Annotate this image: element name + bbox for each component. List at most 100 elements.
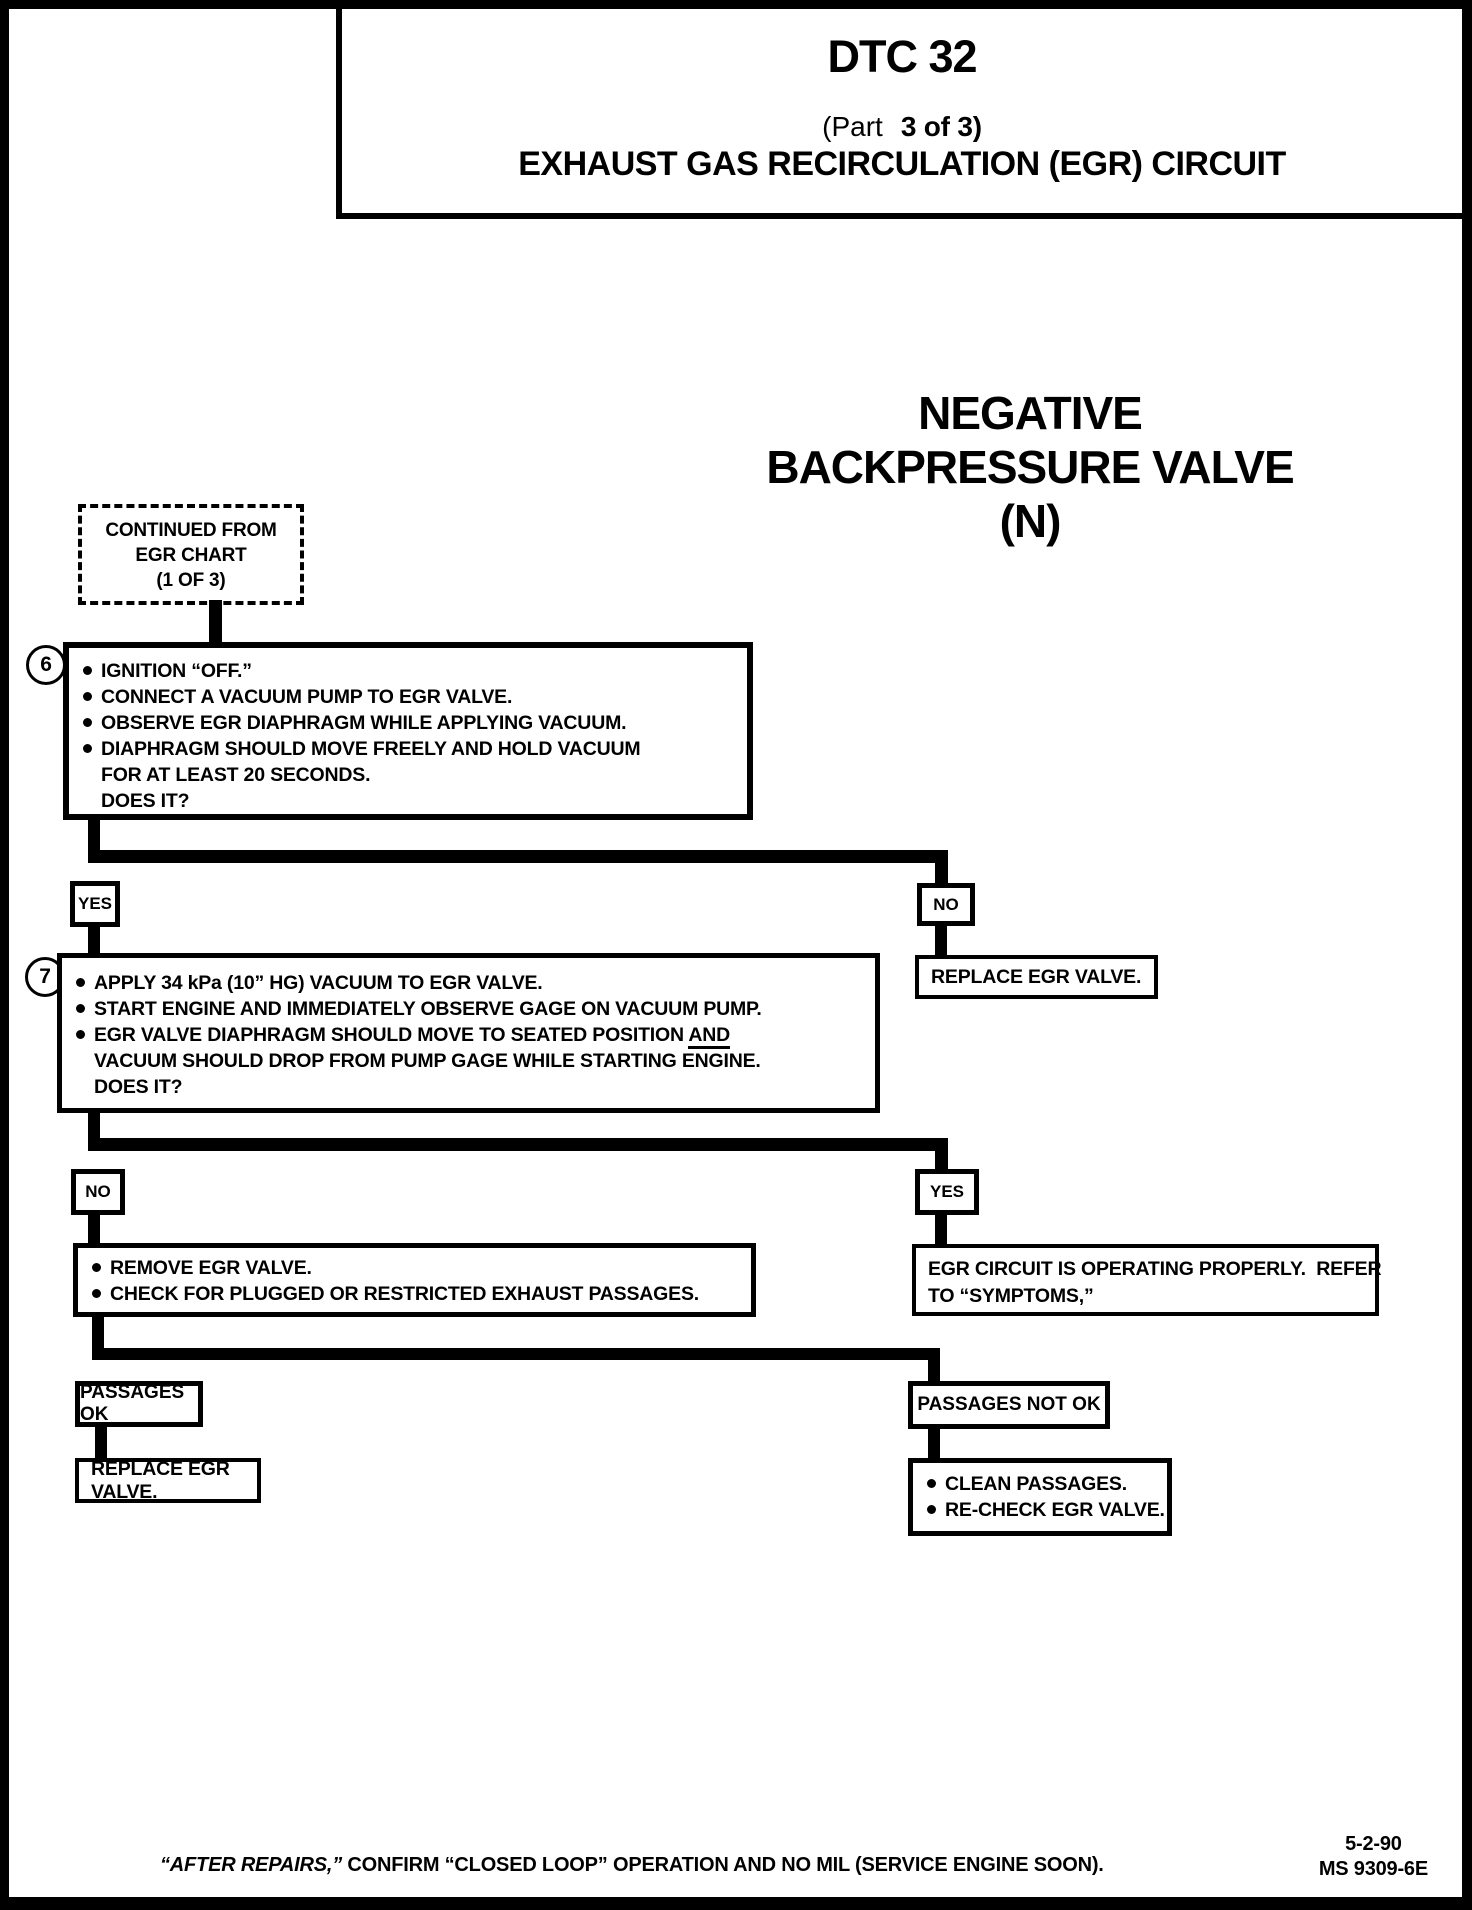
step7-bullet-3-text: EGR VALVE DIAPHRAGM SHOULD MOVE TO SEATE… xyxy=(94,1024,689,1046)
step6-bullet-2: CONNECT A VACUUM PUMP TO EGR VALVE. xyxy=(101,686,513,708)
footer-note: “AFTER REPAIRS,” CONFIRM “CLOSED LOOP” O… xyxy=(160,1854,1280,1877)
bullet-icon xyxy=(927,1505,936,1514)
chart-heading: NEGATIVE BACKPRESSURE VALVE (N) xyxy=(600,386,1460,548)
connector xyxy=(88,1138,948,1151)
connector xyxy=(88,1215,100,1243)
step6-bullet-4: DIAPHRAGM SHOULD MOVE FREELY AND HOLD VA… xyxy=(101,738,641,760)
bullet-icon xyxy=(83,718,92,727)
connector xyxy=(935,850,948,883)
step6-node: IGNITION “OFF.” CONNECT A VACUUM PUMP TO… xyxy=(63,642,753,820)
connector xyxy=(88,850,948,863)
step7-continuation-1: VACUUM SHOULD DROP FROM PUMP GAGE WHILE … xyxy=(94,1050,761,1072)
step6-bullet-1: IGNITION “OFF.” xyxy=(101,660,252,682)
step-number-7-label: 7 xyxy=(39,965,51,988)
heading-line-2: BACKPRESSURE VALVE xyxy=(766,441,1294,493)
footer-rest: CONFIRM “CLOSED LOOP” OPERATION AND NO M… xyxy=(342,1854,1104,1876)
replace-egr-valve-label: REPLACE EGR VALVE. xyxy=(931,965,1142,988)
list-item: IGNITION “OFF.” xyxy=(69,658,747,684)
list-item: EGR VALVE DIAPHRAGM SHOULD MOVE TO SEATE… xyxy=(62,1022,875,1049)
passages-ok-node: PASSAGES OK xyxy=(75,1381,203,1427)
connector xyxy=(935,926,947,955)
page-subtitle: EXHAUST GAS RECIRCULATION (EGR) CIRCUIT xyxy=(518,145,1286,183)
connector xyxy=(209,600,222,644)
bullet-icon xyxy=(76,978,85,987)
step6-question: DOES IT? xyxy=(101,790,190,812)
decision2-no-label: NO xyxy=(85,1182,111,1201)
list-item: CHECK FOR PLUGGED OR RESTRICTED EXHAUST … xyxy=(78,1281,751,1307)
footer-doc-number: MS 9309-6E xyxy=(1318,1858,1428,1880)
list-item: OBSERVE EGR DIAPHRAGM WHILE APPLYING VAC… xyxy=(69,710,747,736)
list-item: DIAPHRAGM SHOULD MOVE FREELY AND HOLD VA… xyxy=(69,736,747,762)
connector xyxy=(92,1348,940,1360)
list-item: VACUUM SHOULD DROP FROM PUMP GAGE WHILE … xyxy=(62,1048,875,1074)
remove-egr-valve-node: REMOVE EGR VALVE. CHECK FOR PLUGGED OR R… xyxy=(73,1243,756,1317)
heading-line-1: NEGATIVE xyxy=(918,387,1143,439)
replace-egr-valve-node-left: REPLACE EGR VALVE. xyxy=(75,1458,261,1503)
bullet-icon xyxy=(92,1289,101,1298)
heading-line-3: (N) xyxy=(999,495,1062,547)
list-item: START ENGINE AND IMMEDIATELY OBSERVE GAG… xyxy=(62,996,875,1022)
list-item: RE-CHECK EGR VALVE. xyxy=(913,1497,1167,1523)
connector xyxy=(935,1215,947,1244)
passages-not-ok-label: PASSAGES NOT OK xyxy=(917,1394,1101,1415)
clean-bullet-2: RE-CHECK EGR VALVE. xyxy=(945,1499,1165,1521)
connector xyxy=(928,1429,940,1460)
bullet-icon xyxy=(76,1030,85,1039)
footer-date: 5-2-90 xyxy=(1345,1833,1402,1855)
step7-node: APPLY 34 kPa (10” HG) VACUUM TO EGR VALV… xyxy=(57,953,880,1113)
bullet-icon xyxy=(83,666,92,675)
bullet-icon xyxy=(92,1263,101,1272)
connector xyxy=(92,1317,104,1355)
passages-ok-label: PASSAGES OK xyxy=(80,1382,185,1425)
replace-egr-valve-node-right: REPLACE EGR VALVE. xyxy=(915,955,1158,999)
clean-bullet-1: CLEAN PASSAGES. xyxy=(945,1473,1127,1495)
decision1-yes-node: YES xyxy=(70,881,120,927)
decision1-no-node: NO xyxy=(917,883,975,926)
footer-id-block: 5-2-90 MS 9309-6E xyxy=(1319,1832,1428,1882)
list-item: APPLY 34 kPa (10” HG) VACUUM TO EGR VALV… xyxy=(62,970,875,996)
bullet-icon xyxy=(76,1004,85,1013)
decision1-no-label: NO xyxy=(933,894,959,914)
remove-bullet-1: REMOVE EGR VALVE. xyxy=(110,1257,312,1279)
decision2-no-node: NO xyxy=(71,1169,125,1215)
step-number-6: 6 xyxy=(26,645,66,685)
part-prefix: (Part xyxy=(822,111,883,142)
footer-italic-part: “AFTER REPAIRS,” xyxy=(160,1854,342,1876)
egr-ok-line-1: EGR CIRCUIT IS OPERATING PROPERLY. REFER xyxy=(928,1258,1382,1280)
connector xyxy=(935,1138,948,1169)
connector xyxy=(928,1348,940,1383)
egr-ok-line-2: TO “SYMPTOMS,” xyxy=(928,1285,1094,1307)
connector xyxy=(95,1427,107,1460)
list-item: CONNECT A VACUUM PUMP TO EGR VALVE. xyxy=(69,684,747,710)
bullet-icon xyxy=(83,692,92,701)
step7-bullet-1: APPLY 34 kPa (10” HG) VACUUM TO EGR VALV… xyxy=(94,972,543,994)
connector xyxy=(88,927,100,953)
continued-line-3: (1 OF 3) xyxy=(156,570,226,591)
part-number: 3 of 3) xyxy=(900,111,982,142)
step7-bullet-2: START ENGINE AND IMMEDIATELY OBSERVE GAG… xyxy=(94,998,762,1020)
continued-line-1: CONTINUED FROM xyxy=(105,520,277,541)
step7-question: DOES IT? xyxy=(94,1076,183,1098)
step6-continuation-1: FOR AT LEAST 20 SECONDS. xyxy=(101,764,371,786)
page-title: DTC 32 xyxy=(827,31,977,82)
connector xyxy=(88,1113,100,1143)
list-item: REMOVE EGR VALVE. xyxy=(78,1255,751,1281)
continued-line-2: EGR CHART xyxy=(135,545,247,566)
bullet-icon xyxy=(927,1479,936,1488)
step7-bullet-3-underlined: AND xyxy=(688,1024,730,1049)
egr-ok-node: EGR CIRCUIT IS OPERATING PROPERLY. REFER… xyxy=(912,1244,1382,1316)
decision1-yes-label: YES xyxy=(77,894,113,913)
page-subtitle-part: (Part 3 of 3) xyxy=(342,111,1462,143)
list-item: FOR AT LEAST 20 SECONDS. xyxy=(69,762,747,788)
decision2-yes-node: YES xyxy=(915,1169,979,1215)
continued-from-node: CONTINUED FROM EGR CHART (1 OF 3) xyxy=(78,504,304,605)
step-number-6-label: 6 xyxy=(40,653,52,676)
list-item: CLEAN PASSAGES. xyxy=(913,1471,1167,1497)
passages-not-ok-node: PASSAGES NOT OK xyxy=(908,1381,1110,1429)
replace-egr-valve-label: REPLACE EGR VALVE. xyxy=(91,1457,230,1503)
title-box: DTC 32 (Part 3 of 3) EXHAUST GAS RECIRCUL… xyxy=(336,9,1462,219)
bullet-icon xyxy=(83,744,92,753)
remove-bullet-2: CHECK FOR PLUGGED OR RESTRICTED EXHAUST … xyxy=(110,1283,699,1305)
step7-bullet-3: EGR VALVE DIAPHRAGM SHOULD MOVE TO SEATE… xyxy=(94,1022,730,1049)
